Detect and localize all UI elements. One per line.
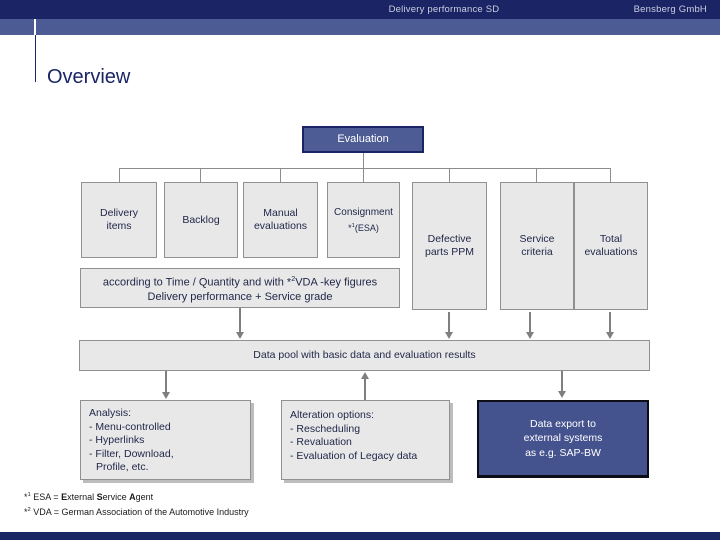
connector-drop-consignment [363,168,364,182]
arrow-down-icon [236,308,244,339]
node-consignment-line1: Consignment [334,206,393,218]
footnote1-b3: A [129,492,136,502]
node-backlog: Backlog [164,182,238,258]
arrow-down-icon [558,371,566,398]
footer-bar [0,532,720,540]
alteration-line: - Revaluation [290,436,352,448]
consignment-sup: 1 [351,222,355,229]
arrow-down-icon [445,312,453,339]
footnote1-t2: ervice [102,492,130,502]
connector-drop-backlog [200,168,201,182]
node-service-total-group: Service criteria Total evaluations [500,182,648,310]
connector-root-stub [363,153,364,168]
node-manual-line1: Manual [263,207,298,219]
footnote2-text: VDA = German Association of the Automoti… [30,506,249,517]
node-manual-evaluations: Manual evaluations [243,182,318,258]
node-consignment-line2: *1(ESA) [348,220,379,235]
connector-horizontal [119,168,611,169]
according-pre: according to Time / Quantity and with * [102,276,292,289]
footnote-esa: *1 ESA = External Service Agent [24,489,249,504]
arrow-down-icon [162,371,170,399]
according-sup: 2 [291,275,296,284]
header-divider-line [34,19,36,35]
footnote1-sup: 1 [27,492,31,498]
footnote1-star: * [24,492,28,502]
node-data-pool: Data pool with basic data and evaluation… [79,340,650,371]
arrow-up-icon [361,372,369,400]
export-line: external systems [523,432,603,445]
alteration-line: - Evaluation of Legacy data [290,449,418,462]
footnote1-b2: S [96,492,103,502]
analysis-line: Profile, etc. [96,461,149,473]
node-manual-line2: evaluations [253,220,308,232]
alteration-line: - Rescheduling [290,422,361,435]
node-data-pool-label: Data pool with basic data and evaluation… [253,349,476,361]
footnote1-t3: gent [135,492,154,502]
node-data-export: Data export to external systems as e.g. … [477,400,649,478]
analysis-line: - Menu-controlled [89,420,171,433]
connector-drop-total [610,168,611,182]
node-total-line1: Total [599,233,623,245]
node-according-line1: according to Time / Quantity and with *2… [103,272,377,290]
header-document-title: Delivery performance SD [388,4,500,15]
node-backlog-label: Backlog [182,213,220,226]
footnote-vda: *2 VDA = German Association of the Autom… [24,504,249,519]
connector-drop-delivery [119,168,120,182]
footnote2-sup: 2 [27,506,31,513]
header-bar [0,0,720,19]
analysis-line: - Hyperlinks [89,434,145,446]
footnote1-t1: xternal [67,492,97,502]
according-post: VDA -key figures [295,276,378,289]
export-line: Data export to [530,417,596,430]
arrow-down-icon [606,312,614,339]
node-total-evaluations: Total evaluations [573,183,647,309]
node-delivery-items-line1: Delivery [100,207,138,219]
node-alteration-options: Alteration options: - Rescheduling - Rev… [281,400,450,480]
analysis-line: Analysis: [89,407,132,419]
connector-drop-service [536,168,537,182]
alteration-line: Alteration options: [290,409,375,421]
title-divider-line [35,35,36,82]
node-delivery-items-line2: items [106,220,132,232]
node-delivery-items: Delivery items [81,182,157,258]
footnote1-pre: ESA = [30,492,62,502]
footnotes: *1 ESA = External Service Agent *2 VDA =… [24,489,249,518]
node-evaluation: Evaluation [302,126,424,153]
footnote2-star: * [24,506,28,517]
node-defective-line1: Defective [427,233,472,245]
node-consignment: Consignment *1(ESA) [327,182,400,258]
arrow-down-icon [526,312,534,339]
node-evaluation-label: Evaluation [337,133,389,145]
consignment-suffix: (ESA) [354,222,379,233]
export-line: as e.g. SAP-BW [525,446,601,459]
node-according-line2: Delivery performance + Service grade [147,290,333,303]
node-defective-parts-ppm: Defective parts PPM [412,182,487,310]
header-subbar [0,19,720,35]
node-analysis: Analysis: - Menu-controlled - Hyperlinks… [80,400,251,480]
header-company: Bensberg GmbH [633,4,707,15]
node-total-line2: evaluations [584,246,638,258]
footnote1-b1: E [61,492,68,502]
connector-drop-manual [280,168,281,182]
node-according: according to Time / Quantity and with *2… [80,268,400,308]
consignment-star: * [348,222,352,233]
node-service-criteria: Service criteria [501,183,573,309]
page-title: Overview [47,66,131,88]
node-service-line2: criteria [521,246,553,258]
node-service-line1: Service [519,233,555,245]
node-defective-line2: parts PPM [424,246,474,258]
connector-drop-defective [449,168,450,182]
analysis-line: - Filter, Download, [89,447,174,460]
